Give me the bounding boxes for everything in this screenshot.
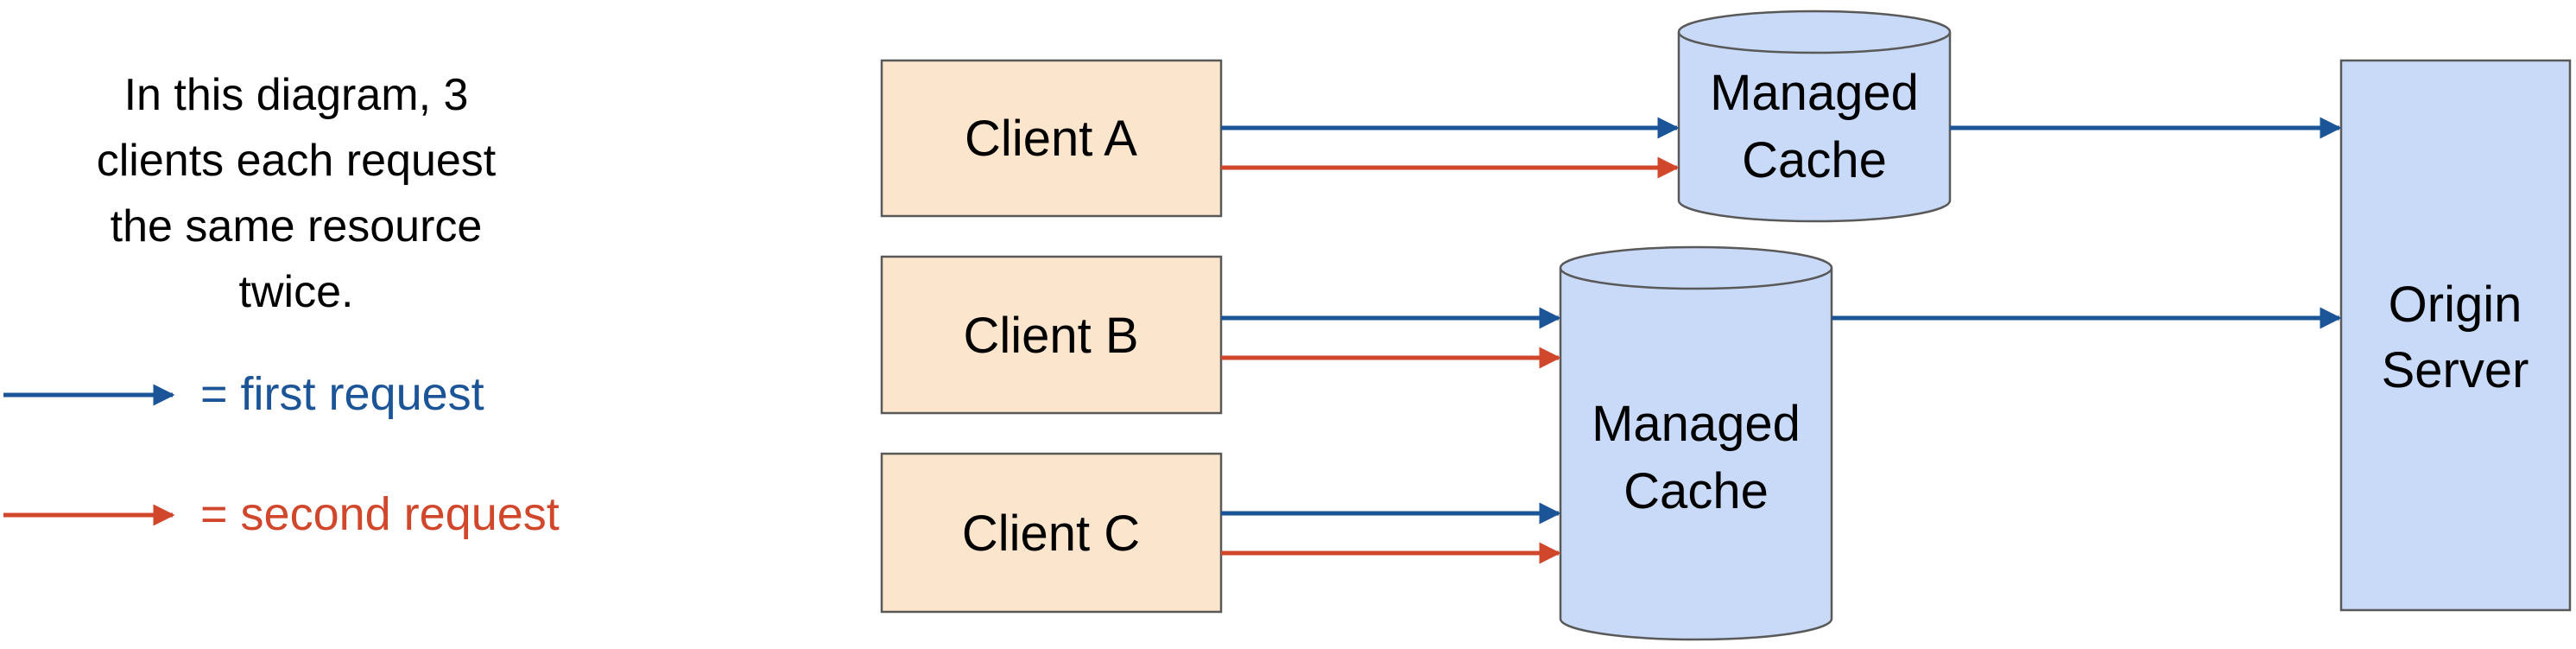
origin-server: Origin Server	[2339, 59, 2572, 612]
managed-cache-bottom: Managed Cache	[1559, 245, 1833, 641]
cache-bottom-label-2: Cache	[1623, 463, 1769, 519]
cache-bottom-lid	[1559, 245, 1833, 290]
legend: = first request = second request	[3, 368, 560, 540]
legend-first-label: = first request	[200, 368, 484, 420]
client-a-box	[880, 59, 1223, 218]
origin-server-label-1: Origin	[2389, 277, 2522, 333]
client-a-label: Client A	[965, 111, 1137, 167]
caption-line-4: twice.	[239, 267, 354, 317]
managed-cache-top: Managed Cache	[1677, 10, 1952, 223]
caption: In this diagram, 3 clients each request …	[97, 70, 497, 317]
request-arrows	[1221, 117, 2342, 564]
client-b: Client B	[880, 255, 1223, 415]
client-c-label: Client C	[962, 506, 1140, 562]
cache-top-lid	[1677, 10, 1952, 54]
caption-line-2: clients each request	[97, 136, 497, 186]
origin-server-label-2: Server	[2382, 342, 2529, 398]
client-c-box	[880, 452, 1223, 614]
client-c: Client C	[880, 452, 1223, 614]
client-a: Client A	[880, 59, 1223, 218]
origin-server-box	[2339, 59, 2572, 612]
cache-bottom-label-1: Managed	[1592, 396, 1801, 452]
caption-line-3: the same resource	[111, 201, 483, 251]
caption-line-1: In this diagram, 3	[124, 70, 469, 120]
client-b-box	[880, 255, 1223, 415]
cache-bottom-body	[1559, 268, 1833, 641]
cache-top-body	[1677, 32, 1952, 223]
legend-second-label: = second request	[200, 488, 560, 540]
client-b-label: Client B	[963, 308, 1138, 364]
cache-top-label-2: Cache	[1742, 132, 1887, 188]
cache-top-label-1: Managed	[1710, 65, 1919, 121]
